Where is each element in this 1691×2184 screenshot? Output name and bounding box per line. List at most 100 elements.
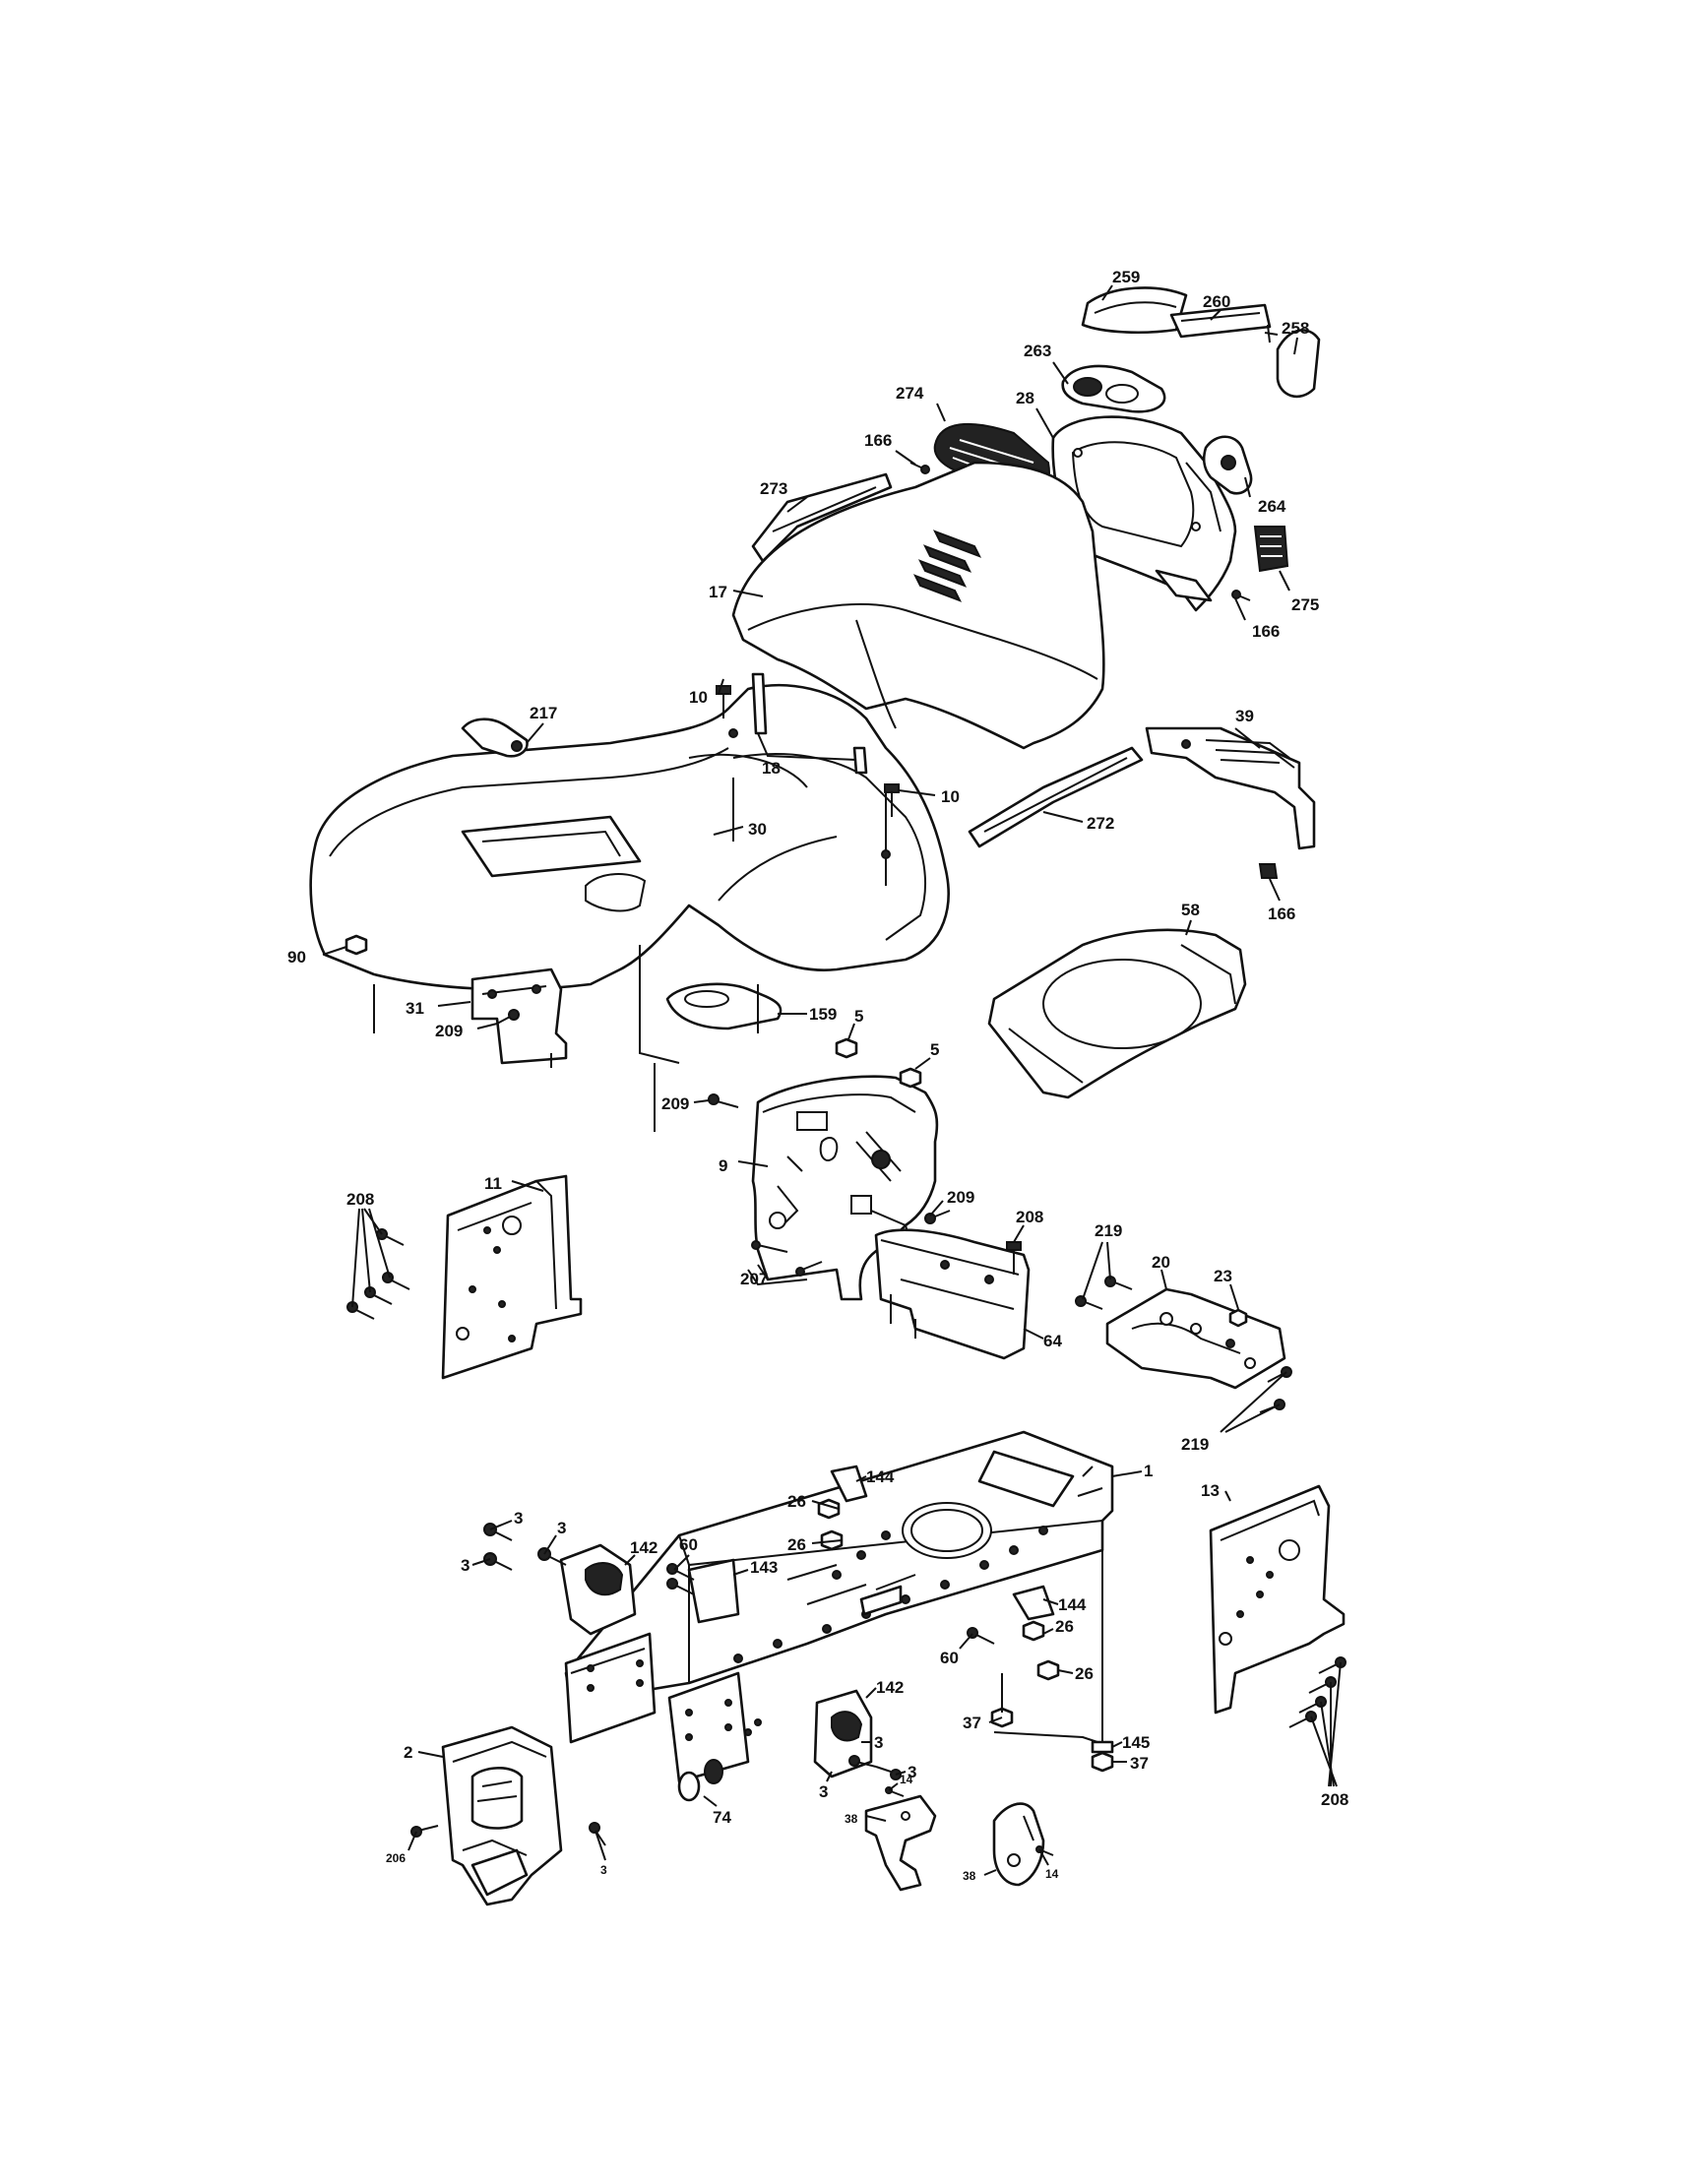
callout-273: 273 — [760, 479, 787, 498]
callout-142-b: 142 — [876, 1678, 904, 1697]
part-209-dash-bolt — [708, 1093, 951, 1224]
part-217-seat-pivot — [461, 718, 529, 758]
part-1-frame — [564, 1430, 1114, 1705]
callout-14-a: 14 — [900, 1773, 913, 1786]
part-17-hood — [731, 461, 1105, 750]
callout-143: 143 — [750, 1558, 778, 1577]
callout-207: 207 — [740, 1270, 768, 1288]
callout-206: 206 — [386, 1851, 406, 1865]
callout-17: 17 — [709, 583, 727, 601]
part-9-dash-panel — [747, 1075, 939, 1301]
callout-37-a: 37 — [963, 1714, 981, 1732]
part-272-hood-trim — [968, 746, 1144, 848]
part-23-nut — [1228, 1308, 1248, 1328]
callout-3-e: 3 — [908, 1763, 916, 1781]
callout-144-b: 144 — [1058, 1595, 1087, 1614]
part-260-lens-strip — [1169, 303, 1272, 339]
part-143-bracket — [687, 1558, 740, 1624]
callout-264: 264 — [1258, 497, 1286, 516]
part-39-brake-bracket — [1145, 726, 1316, 850]
part-90-nut — [344, 934, 368, 956]
callout-5-mid: 5 — [930, 1040, 939, 1059]
part-28-front-bezel — [1051, 415, 1237, 612]
callout-3-a: 3 — [514, 1509, 523, 1528]
part-20-plate — [1105, 1287, 1286, 1390]
callout-26-c: 26 — [1055, 1617, 1074, 1636]
callout-1: 1 — [1144, 1462, 1153, 1480]
callout-64: 64 — [1043, 1332, 1062, 1350]
part-37-nut — [990, 1673, 1114, 1773]
callout-272: 272 — [1087, 814, 1114, 833]
callout-37-b: 37 — [1130, 1754, 1149, 1773]
callout-20: 20 — [1152, 1253, 1170, 1272]
callout-3-g: 3 — [600, 1863, 607, 1877]
callout-39: 39 — [1235, 707, 1254, 725]
callout-23: 23 — [1214, 1267, 1232, 1285]
part-13-side-panel — [1209, 1484, 1346, 1715]
callout-60-a: 60 — [679, 1535, 698, 1554]
part-159-cup-holder — [665, 982, 783, 1030]
callout-208-right: 208 — [1321, 1790, 1348, 1809]
part-10-bolt — [716, 685, 900, 817]
callout-13: 13 — [1201, 1481, 1220, 1500]
part-263-light-housing — [1061, 364, 1166, 413]
part-38-lever-right — [992, 1802, 1045, 1887]
callout-58: 58 — [1181, 901, 1200, 919]
part-166-screw-bracket — [1258, 863, 1279, 879]
callout-258: 258 — [1282, 319, 1309, 338]
leader-lines — [322, 284, 1342, 1876]
part-259-light-cover — [1081, 286, 1188, 335]
part-18-clip — [751, 672, 868, 775]
part-30-fender-deck — [309, 683, 950, 991]
part-74-bushing — [677, 1759, 723, 1802]
callout-208-left: 208 — [346, 1190, 374, 1209]
part-209-bolt — [496, 1009, 520, 1025]
part-38-lever-left — [864, 1794, 937, 1892]
callout-30: 30 — [748, 820, 767, 839]
callout-90: 90 — [287, 948, 306, 967]
callout-263: 263 — [1024, 342, 1051, 360]
part-208-bolts-left — [346, 1228, 410, 1320]
body-mount-lines — [373, 945, 759, 1132]
callout-3-c: 3 — [461, 1556, 470, 1575]
callout-144-top: 144 — [866, 1467, 895, 1486]
frame-left-plate — [564, 1632, 762, 1783]
callout-9: 9 — [719, 1156, 727, 1175]
callout-3-d: 3 — [874, 1733, 883, 1752]
callout-219-top: 219 — [1095, 1221, 1122, 1240]
callout-208-console: 208 — [1016, 1208, 1043, 1226]
callout-275: 275 — [1291, 595, 1319, 614]
part-144-bracket — [830, 1465, 1055, 1621]
part-145-rod — [993, 1535, 1114, 1754]
callout-219-bottom: 219 — [1181, 1435, 1209, 1454]
callout-3-b: 3 — [557, 1519, 566, 1537]
callout-10-bottom: 10 — [941, 787, 960, 806]
part-258-light-lens — [1264, 324, 1321, 399]
callout-38-b: 38 — [963, 1869, 976, 1883]
callout-3-f: 3 — [819, 1782, 828, 1801]
callout-217: 217 — [530, 704, 557, 722]
callout-209-right: 209 — [947, 1188, 974, 1207]
part-275-grille-clip — [1253, 526, 1289, 573]
callout-166-bracket: 166 — [1268, 905, 1295, 923]
part-264-light-bracket — [1202, 435, 1253, 495]
part-31-bracket — [470, 967, 568, 1068]
part-207-screw — [751, 1240, 823, 1277]
callout-26-d: 26 — [1075, 1664, 1094, 1683]
callout-labels: 259 260 258 263 274 28 166 273 264 17 27… — [287, 268, 1348, 1883]
callout-60-b: 60 — [940, 1649, 959, 1667]
callout-145: 145 — [1122, 1733, 1150, 1752]
callout-18: 18 — [762, 759, 781, 778]
part-142-axle-bracket — [559, 1543, 873, 1778]
callout-14-b: 14 — [1045, 1867, 1059, 1881]
callout-10-top: 10 — [689, 688, 708, 707]
part-11-side-panel — [441, 1174, 583, 1380]
callout-11: 11 — [484, 1174, 502, 1193]
part-5-nut — [835, 1037, 922, 1089]
callout-74: 74 — [713, 1808, 731, 1827]
callout-5-top: 5 — [854, 1007, 863, 1026]
callout-166-top: 166 — [864, 431, 892, 450]
part-166-screw — [909, 462, 1251, 601]
callout-28: 28 — [1016, 389, 1034, 407]
